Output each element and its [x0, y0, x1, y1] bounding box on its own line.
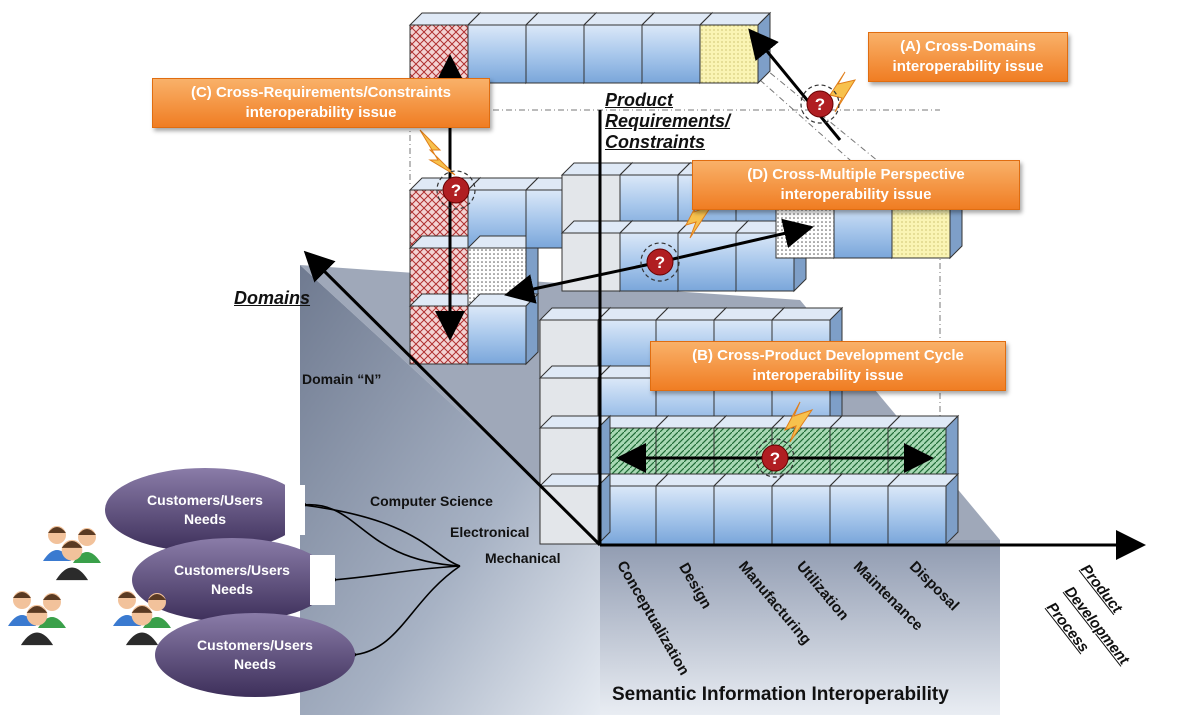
- question-mark-icon: ?: [755, 438, 795, 478]
- question-mark-icon: ?: [640, 242, 680, 282]
- question-markers: ????: [436, 84, 840, 478]
- callout-a-line-2: interoperability issue: [892, 58, 1044, 75]
- needs-connectors: [302, 504, 461, 656]
- callout-cross-perspective: (D) Cross-Multiple Perspective interoper…: [692, 160, 1020, 210]
- person-icon: [55, 539, 89, 581]
- question-mark-icon: ?: [800, 84, 840, 124]
- requirements-label-line-2: Requirements/: [605, 111, 731, 131]
- callout-d-line-1: (D) Cross-Multiple Perspective: [747, 166, 965, 183]
- person-icon: [113, 591, 141, 626]
- domain-label-n: Domain “N”: [302, 371, 382, 387]
- needs-ellipse-2: [132, 538, 332, 622]
- callout-a-line-1: (A) Cross-Domains: [900, 38, 1036, 55]
- svg-text:?: ?: [655, 253, 665, 272]
- cube-mid: [466, 292, 540, 366]
- question-mark-icon: ?: [436, 170, 476, 210]
- requirements-label-line-3: Constraints: [605, 132, 706, 152]
- process-axis-label: Product Development Process: [1043, 560, 1190, 710]
- base-slab-side: [300, 265, 600, 715]
- domains-axis-label: Domains: [234, 288, 311, 308]
- domain-label-electronical: Electronical: [450, 524, 530, 540]
- cube-top-yellow: [698, 11, 772, 85]
- cube-grid: [408, 11, 964, 546]
- person-icon: [143, 593, 171, 628]
- needs-text-1-line-2: Needs: [183, 511, 227, 527]
- callout-c-line-1: (C) Cross-Requirements/Constraints: [190, 84, 452, 101]
- needs-text-2: Customers/Users Needs: [147, 561, 317, 599]
- needs-ellipse-1: [105, 468, 305, 552]
- svg-text:?: ?: [815, 95, 825, 114]
- svg-text:?: ?: [770, 449, 780, 468]
- needs-text-3: Customers/Users Needs: [170, 636, 340, 674]
- callout-cross-development-cycle: (B) Cross-Product Development Cycle inte…: [650, 341, 1006, 391]
- users-group-icons: [8, 526, 171, 646]
- callout-cross-requirements: (C) Cross-Requirements/Constraints inter…: [152, 78, 490, 128]
- base-slab-front: [600, 540, 1000, 715]
- cube-bottom: [886, 472, 960, 546]
- requirements-axis-label: Product Requirements/ Constraints: [605, 90, 730, 153]
- needs-text-1: Customers/Users Needs: [120, 491, 290, 529]
- needs-text-3-line-1: Customers/Users: [197, 637, 313, 653]
- domain-label-computer-science: Computer Science: [370, 493, 493, 509]
- base-title: Semantic Information Interoperability: [612, 684, 949, 705]
- needs-ellipse-3: [155, 613, 355, 697]
- person-icon: [125, 604, 159, 646]
- needs-ellipses: [105, 468, 355, 697]
- domain-label-mechanical: Mechanical: [485, 550, 561, 566]
- needs-text-1-line-1: Customers/Users: [147, 492, 263, 508]
- callout-b-line-1: (B) Cross-Product Development Cycle: [692, 347, 964, 364]
- callout-cross-domains: (A) Cross-Domains interoperability issue: [868, 32, 1068, 82]
- needs-text-3-line-2: Needs: [233, 656, 277, 672]
- domains-axis: [303, 250, 602, 547]
- cube-center: [676, 219, 750, 293]
- person-icon: [20, 604, 54, 646]
- cube-bottom: [712, 472, 786, 546]
- needs-text-2-line-1: Customers/Users: [174, 562, 290, 578]
- callout-d-line-2: interoperability issue: [780, 186, 932, 203]
- callout-c-line-2: interoperability issue: [245, 104, 397, 121]
- cube-lower: [538, 414, 612, 488]
- svg-text:?: ?: [451, 181, 461, 200]
- needs-text-2-line-2: Needs: [210, 581, 254, 597]
- requirements-label-line-1: Product: [605, 90, 674, 110]
- callout-b-line-2: interoperability issue: [752, 367, 904, 384]
